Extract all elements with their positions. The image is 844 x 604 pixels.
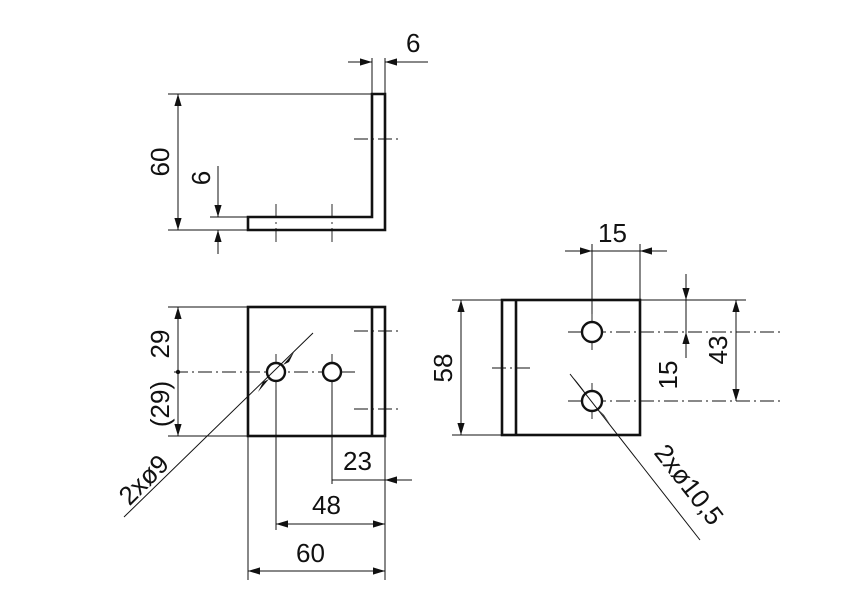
top-view: 6 60 6	[145, 28, 428, 254]
dim-front-edge-to-hole: 23	[343, 446, 372, 476]
side-plate	[500, 298, 642, 437]
leader-side-arrow-a	[574, 378, 585, 392]
dim-side-hole-offset: 15	[598, 218, 627, 248]
dim-top-flange-thickness: 6	[186, 171, 216, 185]
front-view: 29 (29) 2xø9 23 48 60	[113, 305, 412, 580]
dim-front-width: 60	[296, 538, 325, 568]
angle-profile	[246, 92, 387, 232]
front-hole-2	[321, 361, 343, 383]
dim-front-hole-to-hole: 48	[312, 490, 341, 520]
leader-front-hole	[123, 332, 314, 518]
dim-dot-front	[175, 369, 181, 375]
side-hole-2	[580, 389, 604, 413]
leader-side-arrow-b	[599, 410, 610, 424]
dim-side-top-to-hole: 43	[703, 336, 733, 365]
front-hole-1	[265, 361, 287, 383]
dim-top-height: 60	[145, 148, 175, 177]
leader-arrow-b	[258, 379, 269, 392]
leader-arrow-a	[283, 352, 294, 365]
side-hole-1	[580, 320, 604, 344]
leader-side-hole	[569, 373, 701, 541]
side-view: 58 15 15 43 2xø10,5	[428, 218, 780, 541]
dim-side-height: 58	[428, 354, 458, 383]
front-plate	[246, 305, 387, 438]
dim-front-hole-label: 2xø9	[113, 449, 175, 511]
dim-side-hole-label: 2xø10,5	[648, 438, 729, 531]
dim-top-thickness: 6	[406, 28, 420, 58]
dim-front-half-height-ref: (29)	[145, 381, 175, 427]
dim-front-half-height: 29	[145, 330, 175, 359]
dim-side-hole-spacing: 15	[653, 361, 683, 390]
